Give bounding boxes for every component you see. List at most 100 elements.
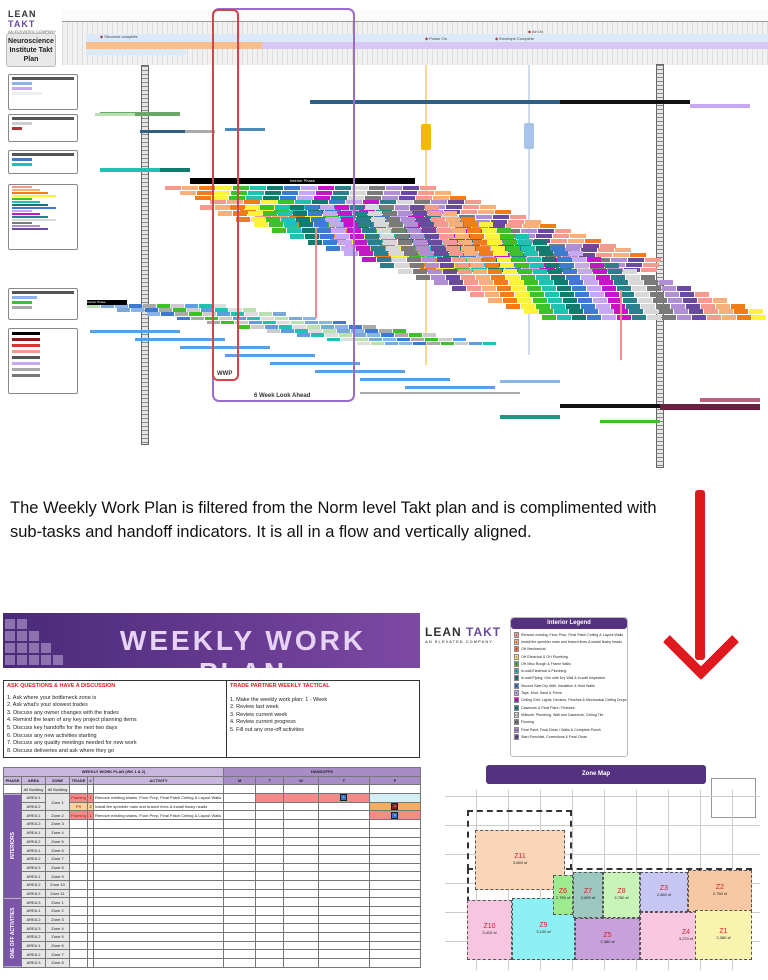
takt-activity-block (269, 222, 283, 228)
takt-activity-block (233, 186, 249, 190)
phase-bar: Interior Phase (87, 300, 127, 305)
takt-activity-block (309, 329, 322, 333)
handoff-indicator[interactable]: 2 (391, 803, 399, 810)
takt-activity-block (453, 337, 466, 342)
takt-activity-block (320, 205, 334, 210)
takt-activity-block (356, 216, 370, 222)
takt-activity-block (357, 341, 370, 346)
empty-cell (283, 784, 319, 795)
takt-activity-block (553, 234, 569, 238)
takt-activity-block (629, 280, 643, 286)
zone-id: Z1 (719, 928, 728, 935)
takt-activity-block (449, 251, 463, 257)
gantt-bar (310, 100, 660, 104)
legend-swatch (12, 201, 40, 203)
takt-activity-block (261, 316, 274, 321)
handoff-cell (368, 793, 422, 803)
takt-activity-block (569, 280, 583, 286)
takt-activity-block (434, 251, 448, 257)
takt-activity-block (187, 308, 200, 312)
takt-activity-block (297, 333, 310, 337)
takt-activity-block (413, 210, 427, 216)
empty-cell (283, 923, 319, 934)
legend-swatch (12, 207, 56, 209)
takt-activity-block (147, 312, 160, 316)
activity-cell (93, 888, 224, 899)
takt-activity-block (247, 316, 260, 321)
trade-cell: Framing (69, 793, 88, 803)
takt-activity-block (380, 234, 394, 239)
handoff-cell (283, 879, 319, 890)
trade-cell (69, 871, 88, 881)
handoff-cell (368, 871, 422, 881)
takt-activity-block (518, 268, 532, 274)
takt-activity-block (365, 205, 379, 210)
legend-swatch (12, 225, 40, 227)
takt-activity-block (381, 333, 394, 337)
takt-activity-block (299, 190, 315, 195)
takt-activity-block (318, 186, 334, 190)
area-cell: AREA 1 (21, 906, 46, 916)
takt-activity-block (393, 329, 406, 333)
handoff-cell (222, 853, 257, 864)
takt-activity-block (467, 228, 481, 234)
takt-activity-block (470, 263, 484, 268)
takt-activity-block (386, 245, 400, 251)
takt-activity-block (371, 216, 385, 222)
takt-activity-block (372, 219, 388, 224)
takt-activity-block (353, 210, 367, 216)
timeline-band-blue-2 (86, 49, 186, 55)
takt-activity-block (401, 216, 415, 222)
handoff-indicator[interactable]: 1 (340, 794, 348, 802)
takt-activity-block (683, 297, 697, 303)
handoff-cell (255, 827, 285, 838)
takt-activity-block (617, 286, 631, 292)
takt-activity-block (363, 200, 379, 205)
legend-swatch (12, 189, 40, 191)
takt-activity-block (259, 312, 272, 316)
takt-activity-block (540, 224, 556, 229)
takt-activity-block (165, 186, 181, 190)
takt-activity-block (266, 216, 280, 222)
takt-activity-block (479, 251, 493, 257)
takt-activity-block (557, 286, 571, 292)
takt-activity-block (304, 219, 320, 224)
handoff-indicator[interactable]: 1 (391, 811, 399, 819)
takt-activity-block (545, 292, 559, 297)
tactical-heading: TRADE PARTNER WEEKLY TACTICAL (230, 683, 330, 689)
tactical-item: 2. Review last week (230, 704, 279, 711)
takt-activity-block (235, 320, 248, 325)
takt-activity-block (578, 268, 592, 274)
takt-activity-block (495, 210, 511, 214)
empty-cell (93, 932, 224, 942)
